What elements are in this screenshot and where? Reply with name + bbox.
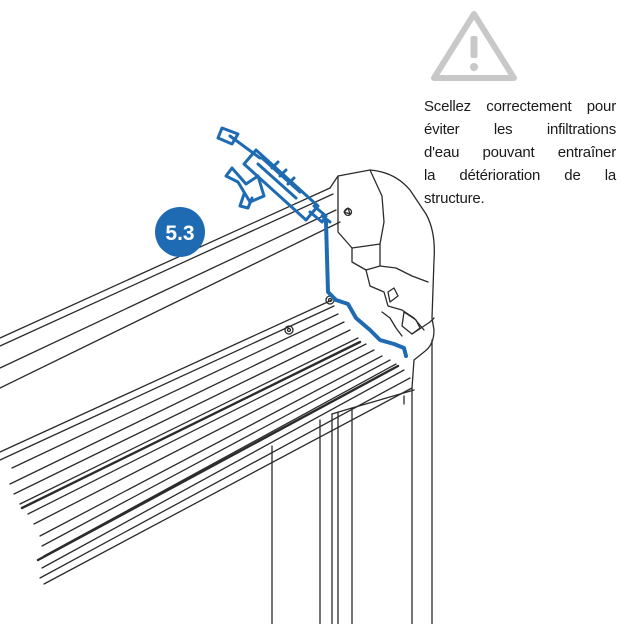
step-badge: 5.3 [155, 207, 205, 257]
warning-message: Scellez correctement pour éviter les inf… [424, 95, 616, 210]
warning-triangle-icon [431, 11, 517, 81]
step-number: 5.3 [165, 222, 194, 245]
warning-line: la détérioration de la [424, 167, 616, 184]
sealant-gun-icon [216, 126, 332, 224]
warning-line: d'eau pouvant entraîner [424, 144, 616, 161]
warning-line: Scellez correctement pour [424, 98, 616, 115]
warning-line: éviter les infiltrations [424, 121, 616, 138]
warning-line: structure. [424, 190, 485, 207]
frame-profile [0, 169, 435, 624]
sealant-bead [324, 220, 408, 358]
